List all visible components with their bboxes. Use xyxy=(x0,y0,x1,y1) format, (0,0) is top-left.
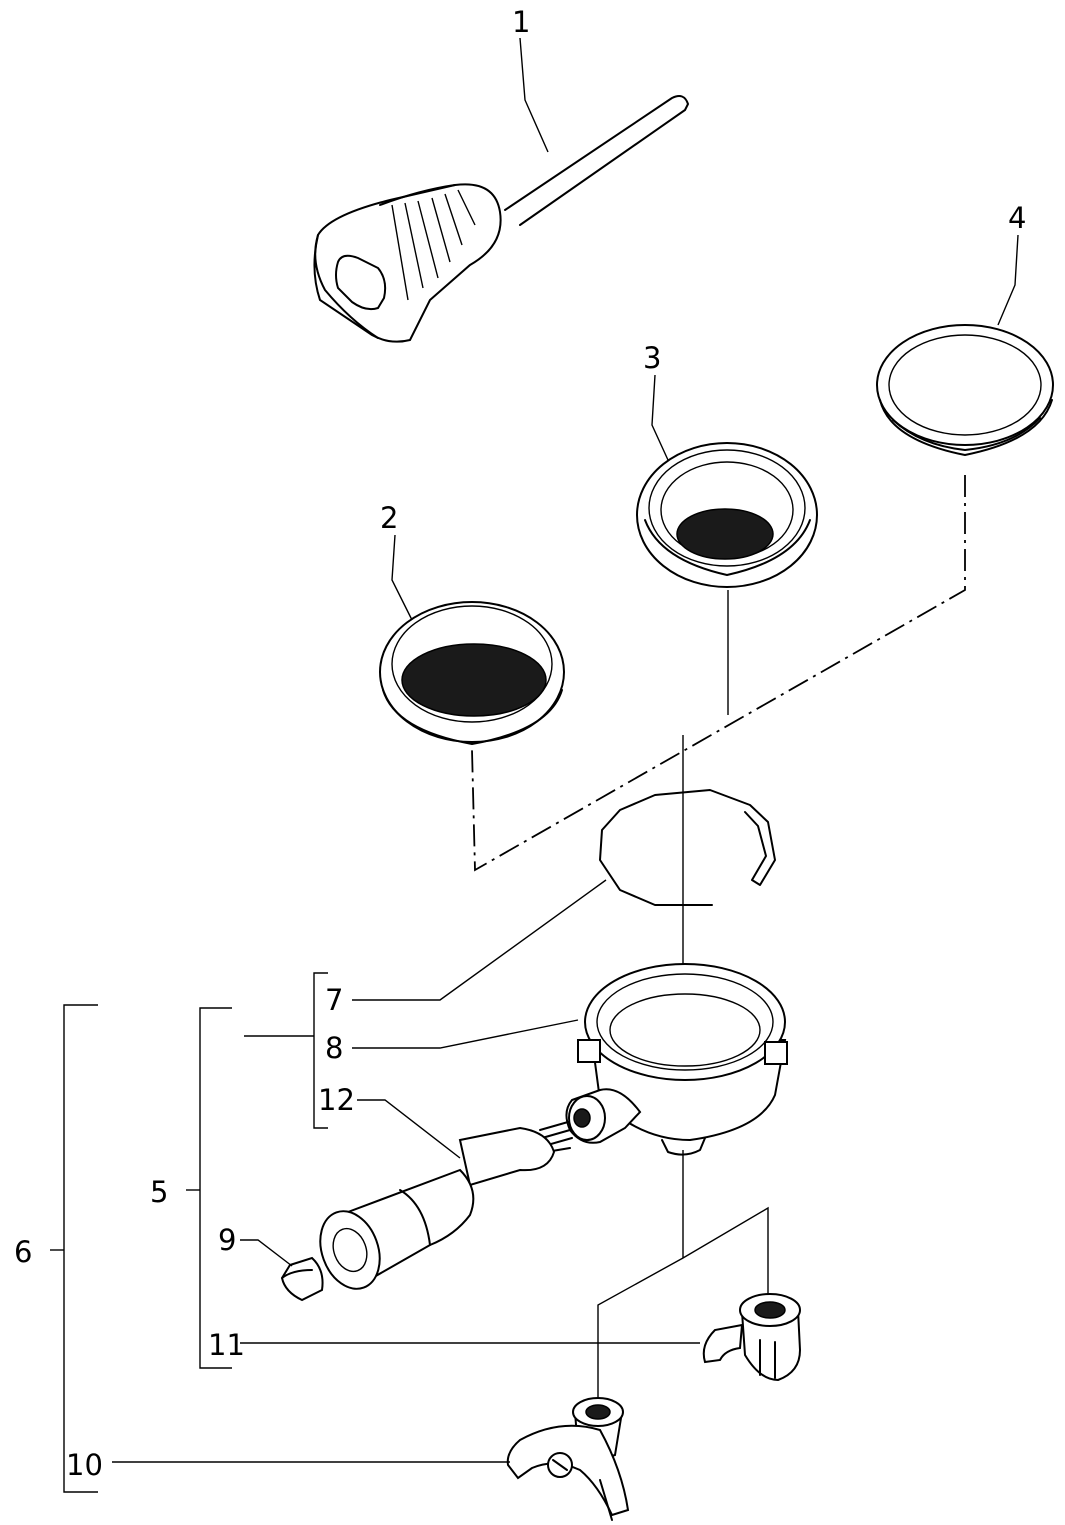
assembly-line-baskets xyxy=(471,475,966,872)
callout-label-5: 5 xyxy=(150,1175,168,1209)
leader-line-1 xyxy=(519,37,549,153)
leader-line-4 xyxy=(997,234,1019,326)
leader-line-3 xyxy=(651,374,669,461)
leader-line-9 xyxy=(240,1239,293,1267)
callout-label-12: 12 xyxy=(318,1083,355,1117)
callout-label-2: 2 xyxy=(380,501,398,535)
end-cap-part-9 xyxy=(280,1256,324,1302)
callout-label-11: 11 xyxy=(208,1328,245,1362)
portafilter-body-part-8 xyxy=(565,963,788,1156)
ring-part-4 xyxy=(876,324,1054,456)
bracket-group-5 xyxy=(199,1007,232,1369)
callout-label-3: 3 xyxy=(643,341,661,375)
tamper-part-1 xyxy=(313,95,689,343)
spring-clip-part-7 xyxy=(599,789,776,906)
leader-line-12 xyxy=(357,1099,461,1159)
leader-line-8 xyxy=(352,1019,579,1049)
filter-basket-part-3 xyxy=(636,442,818,588)
single-spout-part-11 xyxy=(702,1293,802,1382)
callout-label-10: 10 xyxy=(66,1448,103,1482)
double-spout-part-10 xyxy=(506,1397,630,1521)
callout-label-9: 9 xyxy=(218,1223,236,1257)
leader-line-2 xyxy=(391,534,413,621)
callout-label-4: 4 xyxy=(1008,201,1026,235)
callout-label-8: 8 xyxy=(325,1031,343,1065)
filter-basket-part-2 xyxy=(379,601,565,745)
callout-label-7: 7 xyxy=(325,983,343,1017)
bracket-group-7-8-12 xyxy=(313,972,328,1129)
bracket-group-6 xyxy=(63,1004,98,1493)
callout-label-6: 6 xyxy=(14,1235,32,1269)
callout-label-1: 1 xyxy=(512,5,530,39)
leader-line-7 xyxy=(352,879,607,1001)
assembly-line-spouts xyxy=(597,1150,769,1400)
handle-part-12 xyxy=(319,1121,573,1290)
